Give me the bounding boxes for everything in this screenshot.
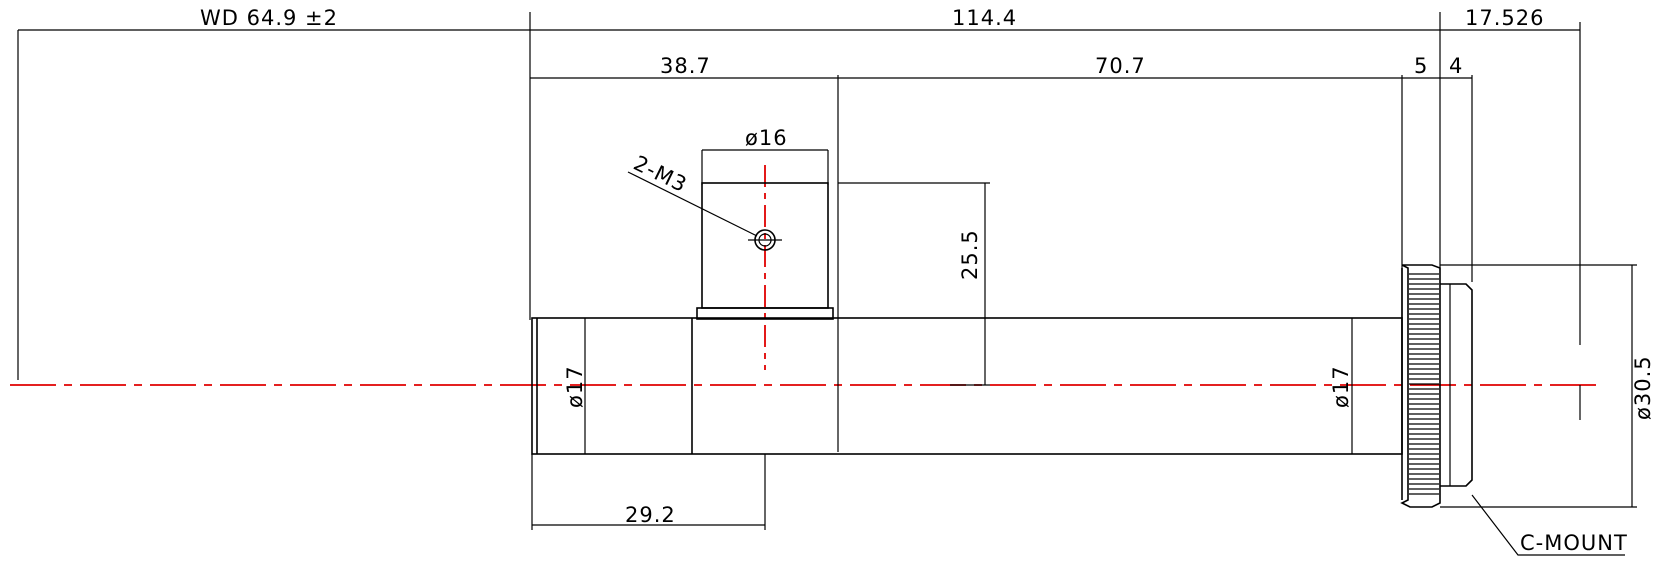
screw-hole-leader bbox=[627, 171, 758, 237]
port-diameter-label: ø16 bbox=[745, 126, 788, 150]
lens-body bbox=[531, 317, 1403, 455]
front-diameter-label: ø17 bbox=[563, 365, 587, 408]
overall-length-label: 114.4 bbox=[952, 6, 1017, 30]
mount-diameter-dimension bbox=[1440, 264, 1637, 508]
rear-diameter-label: ø17 bbox=[1329, 365, 1353, 408]
port-height-dimension bbox=[838, 182, 990, 386]
dimension-row-top bbox=[17, 12, 1581, 420]
mount-thread bbox=[1440, 283, 1473, 487]
flange-back-label: 17.526 bbox=[1465, 6, 1544, 30]
focus-ring bbox=[1400, 264, 1441, 508]
front-section-label: 38.7 bbox=[660, 54, 711, 78]
rear-section-label: 70.7 bbox=[1095, 54, 1146, 78]
port-offset-dimension bbox=[531, 454, 766, 530]
port-height-label: 25.5 bbox=[958, 229, 982, 280]
focus-ring-width-label: 5 bbox=[1414, 54, 1428, 78]
mount-diameter-label: ø30.5 bbox=[1631, 355, 1655, 420]
side-port bbox=[696, 149, 834, 320]
port-offset-label: 29.2 bbox=[625, 503, 676, 527]
mount-thread-width-label: 4 bbox=[1449, 54, 1463, 78]
mount-type-leader bbox=[1471, 494, 1625, 556]
screw-hole-label: 2-M3 bbox=[630, 151, 691, 197]
mount-type-label: C-MOUNT bbox=[1520, 531, 1628, 555]
wd-dimension-label: WD 64.9 ±2 bbox=[200, 6, 338, 30]
